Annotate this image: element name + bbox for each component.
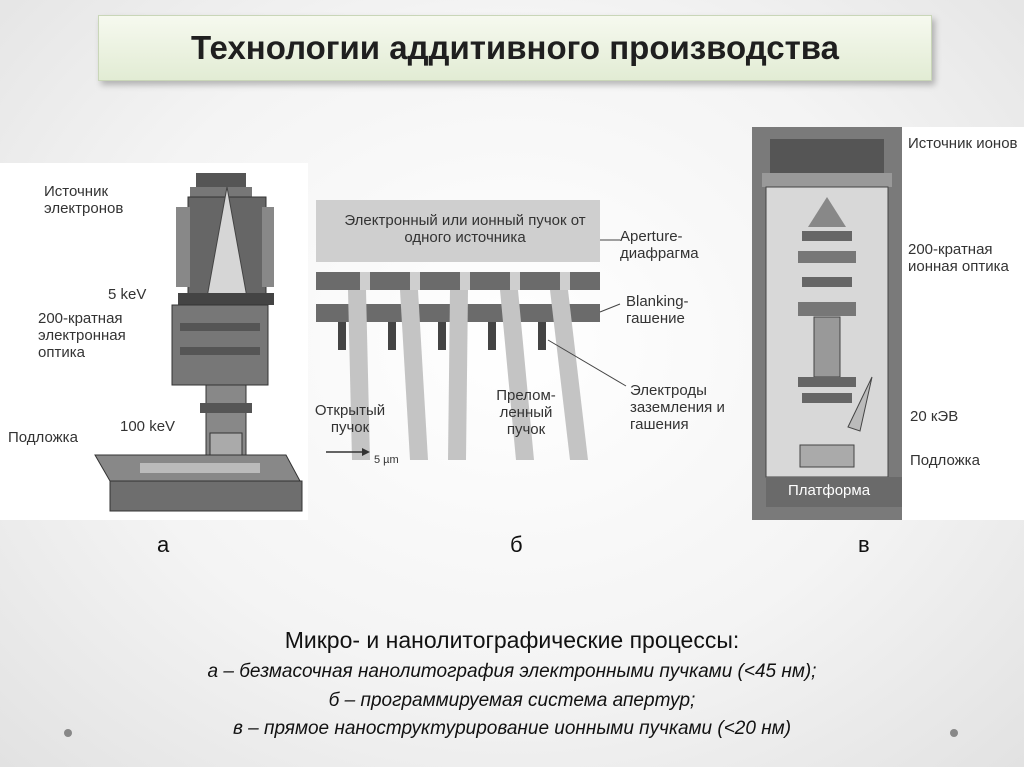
label-open-beam: Открытый пучок bbox=[314, 402, 386, 436]
label-platform: Платформа bbox=[787, 482, 871, 499]
label-electron-optics: 200-кратная электронная оптика bbox=[38, 310, 126, 361]
label-energy-5kev: 5 keV bbox=[108, 286, 147, 303]
caption-line-b: б – программируемая система апертур; bbox=[328, 690, 696, 711]
left-dot bbox=[64, 729, 72, 737]
label-refracted-beam: Прелом-ленный пучок bbox=[496, 387, 556, 438]
title-box: Технологии аддитивного производства bbox=[98, 15, 932, 81]
slide-title: Технологии аддитивного производства bbox=[191, 29, 839, 66]
ion-column-drawing bbox=[752, 127, 902, 520]
caption-line-a: а – безмасочная нанолитография электронн… bbox=[207, 661, 817, 682]
panel-b-aperture-system: Электронный или ионный пучок от одного и… bbox=[308, 190, 752, 490]
label-energy-20kev: 20 кЭВ bbox=[910, 408, 959, 425]
panel-c-ion-column: Источник ионов 200-кратная ионная оптика… bbox=[752, 127, 1024, 520]
caption-line-c: в – прямое наноструктурирование ионными … bbox=[232, 718, 792, 739]
label-aperture: Aperture-диафрагма bbox=[620, 228, 699, 262]
panel-a-electron-column: Источник электронов 5 keV 200-кратная эл… bbox=[0, 163, 308, 520]
letter-c: в bbox=[858, 532, 870, 557]
letter-b: б bbox=[510, 532, 523, 557]
label-blanking: Blanking-гашение bbox=[626, 293, 689, 327]
label-substrate-a: Подложка bbox=[8, 429, 78, 446]
label-substrate-c: Подложка bbox=[910, 452, 980, 469]
electron-column-drawing bbox=[94, 173, 303, 512]
caption-title: Микро- и нанолитографические процессы: bbox=[284, 627, 740, 653]
letter-a: а bbox=[157, 532, 170, 557]
label-electrodes: Электроды заземления и гашения bbox=[630, 382, 725, 433]
label-energy-100kev: 100 keV bbox=[120, 418, 176, 435]
label-scale: 5 µm bbox=[374, 454, 399, 466]
aperture-drawing bbox=[316, 200, 627, 460]
label-beam-source: Электронный или ионный пучок от одного и… bbox=[344, 212, 586, 246]
label-electron-source: Источник электронов bbox=[44, 183, 124, 217]
right-dot bbox=[950, 729, 958, 737]
label-ion-source: Источник ионов bbox=[908, 135, 1018, 152]
label-ion-optics: 200-кратная ионная оптика bbox=[908, 241, 1009, 275]
